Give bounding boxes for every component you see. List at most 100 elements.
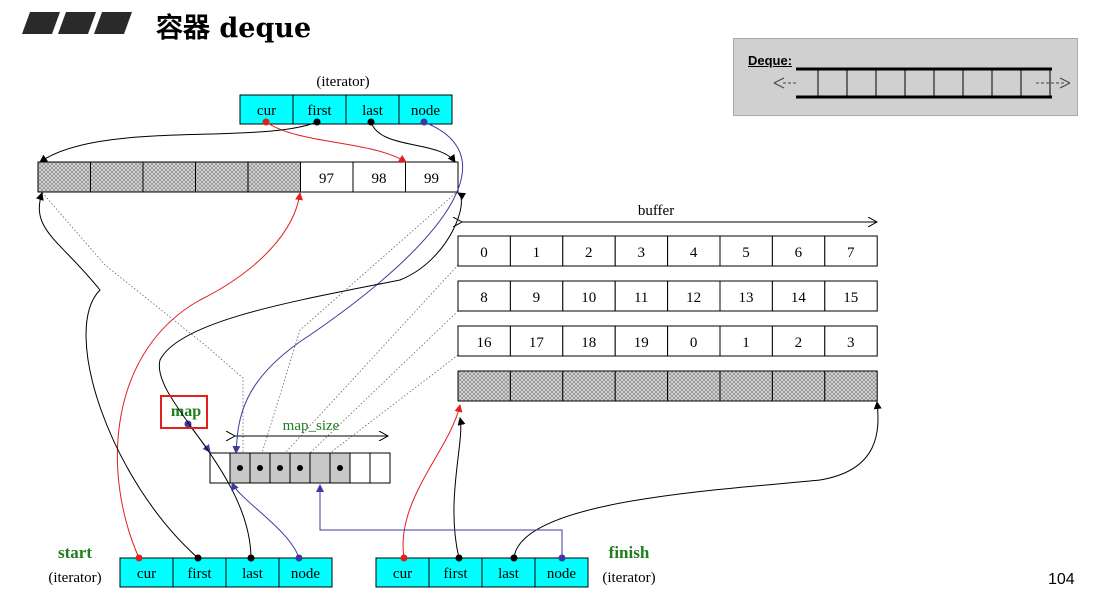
first-buffer-cell: [247, 161, 301, 193]
start-iterator-field-cur: [119, 557, 174, 588]
first-buffer-cell: [142, 161, 196, 193]
page-title: 容器 deque: [156, 13, 312, 44]
buffer-cell: [667, 370, 721, 402]
buffer-cell: [824, 235, 878, 267]
buffer-value: 17: [529, 335, 545, 351]
deque-illustration-graphic: [773, 67, 1071, 99]
buffer-value: 2: [585, 245, 593, 261]
buffer-cell: [824, 370, 878, 402]
buffer-cell: [719, 280, 773, 312]
first-buffer-cell: [37, 161, 91, 193]
buffer-value: 0: [480, 245, 488, 261]
buffer-cell: [824, 325, 878, 357]
start-iterator-field-last-label: last: [242, 566, 264, 582]
finish-iterator-field-last-label: last: [498, 566, 520, 582]
finish-iterator-field-node-label: node: [547, 566, 577, 582]
first-buffer-value: 98: [372, 171, 387, 187]
buffer-cell: [457, 325, 511, 357]
buffer-value: 12: [686, 290, 701, 306]
buffer-cell: [771, 235, 826, 267]
buffer-cell: [719, 235, 773, 267]
buffer-cell: [562, 280, 616, 312]
finish-iterator-field-first-label: first: [443, 566, 468, 582]
buffer-cell: [562, 325, 616, 357]
buffer-cell: [457, 370, 511, 402]
buffer-cell: [667, 325, 721, 357]
top-iterator-field-last-label: last: [362, 103, 384, 119]
buffer-value: 0: [690, 335, 698, 351]
finish-label: finish: [609, 543, 650, 562]
buffer-cell: [719, 325, 773, 357]
map-slot: [369, 452, 391, 484]
buffer-cell: [457, 235, 511, 267]
buffer-cell: [509, 370, 564, 402]
top-iterator-field-first-label: first: [307, 103, 332, 119]
buffer-cell: [509, 280, 564, 312]
buffer-value: 13: [739, 290, 754, 306]
top-iterator-field-node-label: node: [411, 103, 441, 119]
finish-iterator-field-cur-label: cur: [393, 566, 412, 582]
map-slot-pointer: [237, 465, 243, 471]
buffer-cell: [562, 370, 616, 402]
map-slot-pointer: [277, 465, 283, 471]
buffer-value: 11: [634, 290, 648, 306]
buffer-value: 1: [533, 245, 541, 261]
buffer-label: buffer: [638, 203, 674, 219]
finish-iterator-label: (iterator): [602, 570, 655, 586]
buffer-cell: [667, 235, 721, 267]
buffer-value: 3: [637, 245, 645, 261]
buffer-cell: [719, 370, 773, 402]
buffer-cell: [771, 325, 826, 357]
map-slot-pointer: [337, 465, 343, 471]
buffer-value: 5: [742, 245, 750, 261]
top-iterator-label: (iterator): [316, 74, 369, 90]
buffer-cell: [614, 280, 669, 312]
first-buffer-cell: [352, 161, 406, 193]
start-iterator-field-first-label: first: [187, 566, 212, 582]
buffer-value: 8: [480, 290, 488, 306]
finish-iterator-field-first: [428, 557, 483, 588]
buffer-value: 18: [581, 335, 596, 351]
buffer-value: 3: [847, 335, 855, 351]
first-buffer-value: 99: [424, 171, 439, 187]
buffer-value: 10: [581, 290, 596, 306]
first-buffer-cell: [90, 161, 144, 193]
buffer-value: 7: [847, 245, 855, 261]
buffer-cell: [614, 325, 669, 357]
start-iterator-label: (iterator): [48, 570, 101, 586]
start-iterator-field-node-label: node: [291, 566, 321, 582]
map-slot-pointer: [257, 465, 263, 471]
map-size-label: map_size: [283, 418, 340, 434]
start-label: start: [58, 543, 92, 562]
buffer-value: 19: [634, 335, 649, 351]
map-highlight-box: [160, 395, 208, 429]
buffer-cell: [614, 235, 669, 267]
buffer-cell: [614, 370, 669, 402]
buffer-cell: [824, 280, 878, 312]
start-iterator-field-node: [278, 557, 333, 588]
top-iterator-field-cur-label: cur: [257, 103, 276, 119]
buffer-value: 9: [533, 290, 541, 306]
map-label: map: [171, 403, 201, 420]
first-buffer-cell: [195, 161, 249, 193]
buffer-value: 1: [742, 335, 750, 351]
buffer-value: 6: [795, 245, 803, 261]
map-slot: [309, 452, 331, 484]
map-slot: [349, 452, 371, 484]
start-iterator-field-cur-label: cur: [137, 566, 156, 582]
buffer-value: 14: [791, 290, 807, 306]
deque-illustration: Deque:: [733, 38, 1078, 116]
buffer-value: 4: [690, 245, 698, 261]
map-pointer-dot: [184, 420, 192, 428]
first-buffer-cell: [405, 161, 459, 193]
deque-illustration-label: Deque:: [748, 53, 793, 68]
buffer-value: 16: [477, 335, 493, 351]
buffer-cell: [562, 235, 616, 267]
map-slot-pointer: [297, 465, 303, 471]
buffer-value: 15: [843, 290, 858, 306]
buffer-value: 2: [795, 335, 803, 351]
first-buffer-value: 97: [319, 171, 335, 187]
page-number: 104: [1048, 571, 1075, 588]
buffer-cell: [771, 370, 826, 402]
